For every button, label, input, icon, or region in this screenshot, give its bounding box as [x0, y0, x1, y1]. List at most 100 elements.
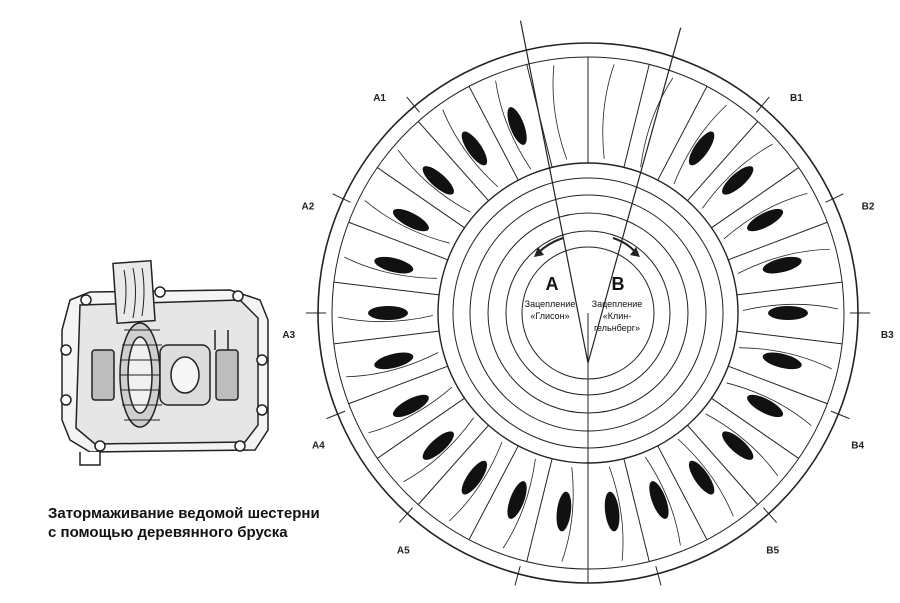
tooth-flank: [677, 438, 734, 517]
contact-patch: [722, 431, 754, 460]
tooth-divider: [657, 86, 708, 181]
tooth-label: B3: [881, 330, 894, 341]
contact-patch: [392, 394, 429, 418]
line-b: [587, 27, 682, 364]
tooth-flank: [608, 466, 624, 561]
contact-patch: [374, 352, 414, 370]
tooth-marker: [655, 565, 662, 586]
tooth-label: B1: [790, 93, 803, 104]
contact-patch: [722, 166, 754, 195]
contact-patch: [392, 208, 429, 232]
tooth-marker: [514, 565, 521, 586]
ring-gear-pattern-diagram: [306, 20, 870, 586]
tooth-flank: [561, 467, 574, 562]
tooth-flank: [742, 303, 839, 311]
tooth-divider: [468, 86, 519, 181]
contact-patch: [507, 481, 527, 519]
tooth-divider: [377, 397, 465, 459]
zone-a-line1: Зацепление: [525, 299, 576, 309]
tooth-marker: [332, 193, 351, 203]
tooth-flank: [640, 77, 674, 168]
tooth-flank: [552, 65, 568, 160]
tooth-marker: [398, 507, 414, 523]
contact-patch: [688, 460, 715, 495]
contact-patch: [556, 491, 572, 532]
tooth-divider: [711, 167, 799, 229]
tooth-flank: [442, 109, 499, 188]
tooth-marker: [830, 410, 850, 420]
tooth-marker: [326, 410, 346, 420]
contact-patch: [768, 306, 808, 320]
tooth-label: B4: [851, 441, 864, 452]
tooth-divider: [657, 445, 708, 540]
tooth-divider: [417, 121, 489, 202]
tooth-label: A4: [312, 441, 325, 452]
tooth-label: B5: [766, 545, 779, 556]
tooth-flank: [644, 456, 681, 546]
tooth-flank: [705, 413, 779, 476]
tooth-divider: [348, 221, 448, 261]
tooth-divider: [377, 167, 465, 229]
tooth-divider: [736, 330, 843, 345]
tooth-divider: [728, 365, 828, 405]
contact-patch: [762, 256, 802, 274]
caption-line-1: Затормаживание ведомой шестерни: [48, 505, 320, 522]
contact-patch: [604, 491, 620, 532]
tooth-flank: [723, 192, 808, 240]
tooth-flank: [364, 200, 450, 244]
tooth-divider: [333, 281, 440, 296]
contact-patch: [461, 460, 488, 495]
tooth-divider: [711, 397, 799, 459]
tooth-flank: [726, 382, 812, 426]
tooth-divider: [687, 121, 759, 202]
contact-patch: [374, 256, 414, 274]
tooth-divider: [417, 424, 489, 505]
tooth-divider: [728, 221, 828, 261]
tooth-label: A3: [282, 330, 295, 341]
contact-patch: [507, 107, 527, 145]
zone-a-line2: «Глисон»: [530, 311, 569, 321]
contact-patch: [747, 208, 784, 232]
zone-b-line3: гельнберг»: [594, 323, 640, 333]
contact-patch: [422, 166, 454, 195]
zone-a: A Зацепление «Глисон»: [525, 274, 576, 321]
tooth-flank: [673, 104, 727, 185]
tooth-label: B2: [862, 201, 875, 212]
tooth-flank: [397, 150, 471, 213]
tooth-divider: [526, 458, 553, 562]
contact-patch: [688, 131, 715, 166]
tooth-label: A1: [373, 93, 386, 104]
zone-b-line1: Зацепление: [592, 299, 643, 309]
tooth-flank: [602, 64, 615, 159]
tooth-flank: [346, 352, 439, 378]
tooth-flank: [502, 458, 536, 549]
contact-patch: [747, 394, 784, 418]
contact-patch: [422, 431, 454, 460]
tooth-flank: [739, 347, 832, 370]
tooth-flank: [449, 441, 503, 522]
contact-patch: [368, 306, 408, 320]
line-a: [519, 20, 589, 364]
tooth-divider: [623, 64, 650, 168]
zone-b: B Зацепление «Клин- гельнберг»: [592, 274, 643, 333]
tooth-labels: A1A2A3A4A5A6B1B2B3B4B5B6: [282, 93, 894, 556]
tooth-marker: [756, 96, 770, 113]
wooden-block: [112, 259, 156, 325]
tooth-flank: [702, 143, 773, 209]
zone-b-letter: B: [612, 274, 625, 294]
tooth-flank: [403, 417, 474, 483]
tooth-label: A5: [397, 545, 410, 556]
tooth-divider: [736, 281, 843, 296]
tooth-flank: [368, 386, 453, 434]
tooth-marker: [825, 193, 844, 203]
tooth-divider: [468, 445, 519, 540]
tooth-flank: [495, 80, 532, 170]
tooth-flank: [344, 256, 437, 279]
tooth-flank: [337, 315, 434, 323]
arrow-b: [612, 237, 637, 254]
tooth-label: A2: [302, 201, 315, 212]
zone-a-letter: A: [546, 274, 559, 294]
tooth-marker: [762, 507, 778, 523]
